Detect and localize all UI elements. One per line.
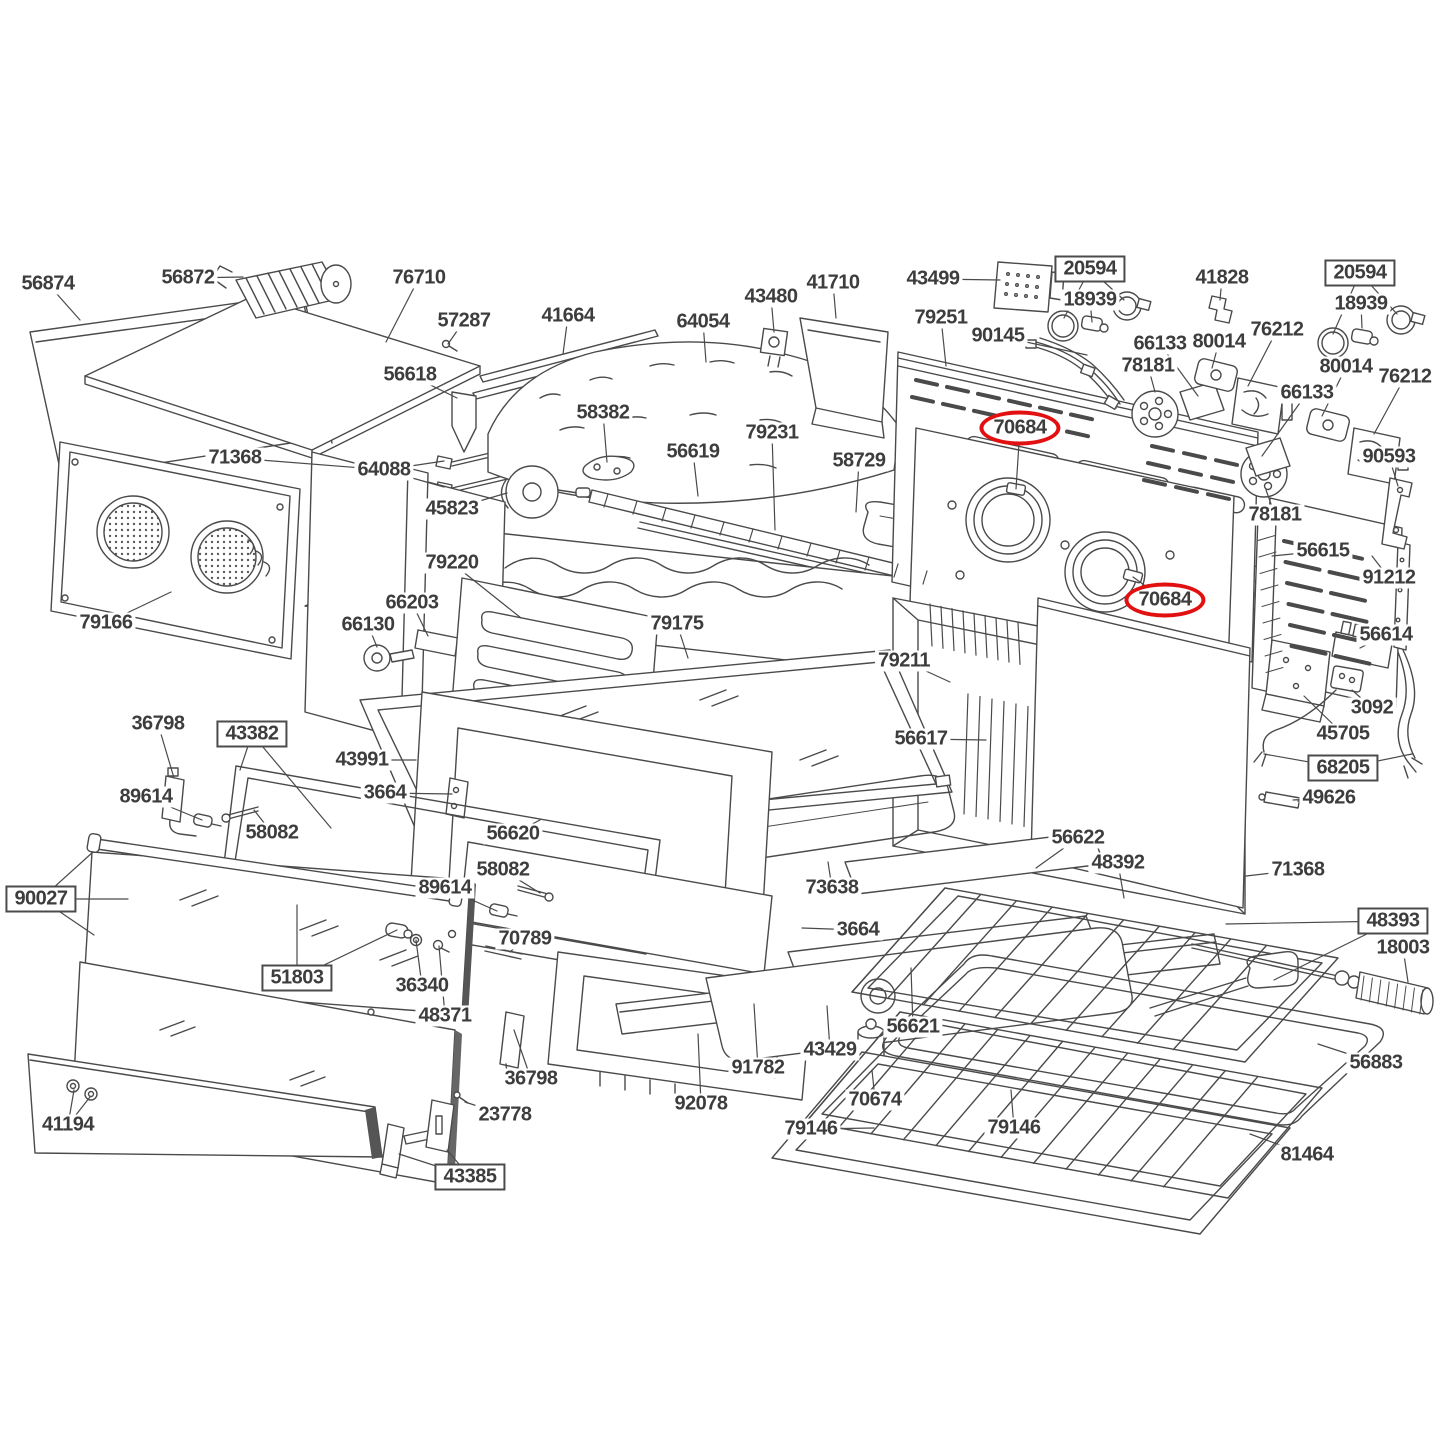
diagram-line-art (27, 261, 1434, 1235)
